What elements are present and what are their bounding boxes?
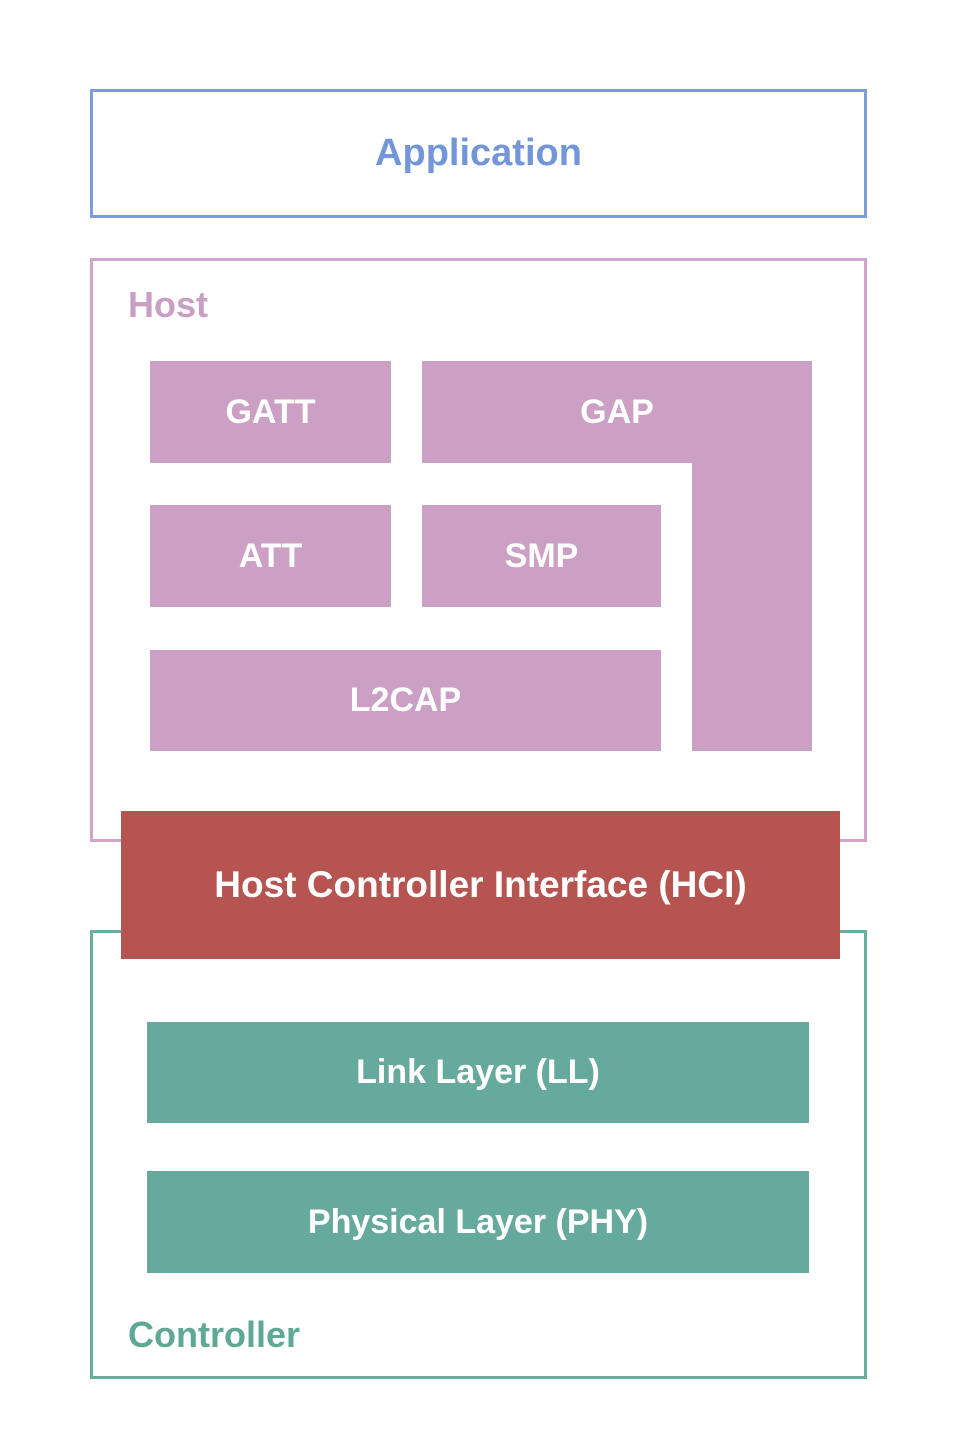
l2cap-label: L2CAP [349,681,462,719]
att-block: ATT [150,505,391,607]
application-label: Application [375,132,582,174]
hci-label: Host Controller Interface (HCI) [214,864,747,905]
smp-block: SMP [422,505,661,607]
controller-label: Controller [128,1314,301,1355]
link-layer-label: Link Layer (LL) [356,1053,600,1091]
controller-box [90,930,867,1379]
gap-block: GAP [422,361,812,463]
physical-layer-block: Physical Layer (PHY) [147,1171,809,1273]
gatt-label: GATT [225,392,316,431]
application-box: Application [90,89,867,218]
physical-layer-label: Physical Layer (PHY) [307,1202,649,1241]
host-label: Host [128,284,208,325]
l2cap-block: L2CAP [150,650,661,751]
gap-block-right-arm [692,463,812,751]
hci-block: Host Controller Interface (HCI) [121,811,840,959]
link-layer-block: Link Layer (LL) [147,1022,809,1123]
smp-label: SMP [504,536,579,575]
gatt-block: GATT [150,361,391,463]
gap-label: GAP [580,392,654,431]
att-label: ATT [238,536,303,575]
